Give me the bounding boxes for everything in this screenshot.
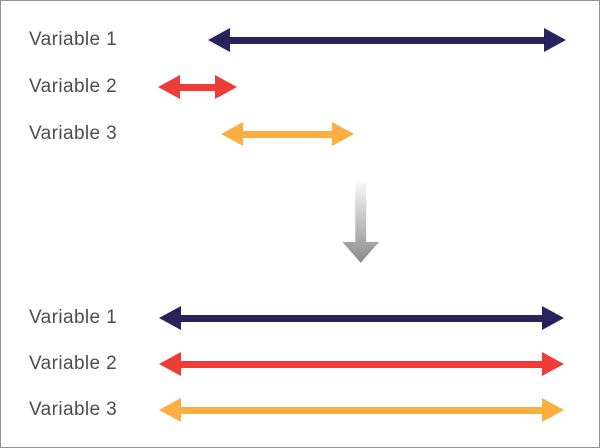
range-arrow-variable-2-after: [159, 352, 564, 376]
range-arrow-variable-1-after: [159, 306, 564, 330]
arrow-shaft: [229, 36, 545, 44]
arrow-head-right-icon: [542, 398, 564, 422]
label-variable-2-before: Variable 2: [29, 76, 118, 97]
arrow-head-right-icon: [544, 28, 566, 52]
range-arrow-variable-1-before: [208, 28, 566, 52]
arrow-shaft: [180, 314, 543, 322]
arrow-head-right-icon: [542, 352, 564, 376]
arrow-head-right-icon: [215, 75, 237, 99]
arrow-shaft: [179, 83, 216, 91]
label-variable-2-after: Variable 2: [29, 353, 118, 374]
range-arrow-variable-2-before: [158, 75, 237, 99]
arrow-shaft: [180, 406, 543, 414]
arrow-head-left-icon: [159, 306, 181, 330]
range-arrow-variable-3-after: [159, 398, 564, 422]
arrow-head-left-icon: [159, 398, 181, 422]
arrow-head-left-icon: [221, 122, 243, 146]
arrow-shaft: [242, 130, 333, 138]
label-variable-1-after: Variable 1: [29, 307, 118, 328]
arrow-head-left-icon: [208, 28, 230, 52]
label-variable-3-before: Variable 3: [29, 123, 118, 144]
label-variable-1-before: Variable 1: [29, 29, 118, 50]
arrow-shaft: [180, 360, 543, 368]
arrow-head-left-icon: [159, 352, 181, 376]
label-variable-3-after: Variable 3: [29, 399, 118, 420]
arrow-head-right-icon: [542, 306, 564, 330]
arrow-head-right-icon: [332, 122, 354, 146]
arrow-head-left-icon: [158, 75, 180, 99]
range-arrow-variable-3-before: [221, 122, 354, 146]
